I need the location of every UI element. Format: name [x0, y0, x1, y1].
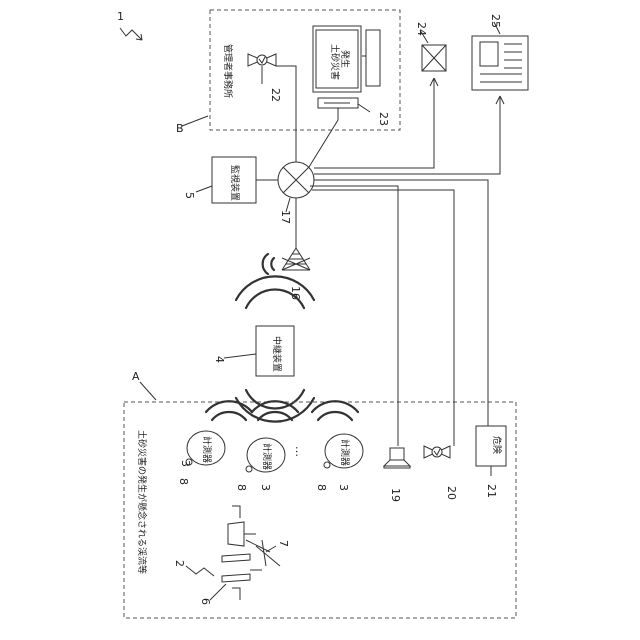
- office-siren-ref: 22: [269, 88, 282, 102]
- gauge-1-ref: 3: [179, 460, 192, 467]
- gauge-3: 計測器: [324, 434, 363, 468]
- mail-ref: 24: [415, 22, 428, 36]
- gauge-2-antenna-ref: 8: [235, 484, 248, 491]
- computer-screen-text-2: 発生: [339, 50, 351, 68]
- check-dam-ref: 6: [199, 598, 212, 605]
- svg-text:計測器: 計測器: [339, 439, 351, 466]
- relay-device-leader: [224, 354, 256, 358]
- field-siren-ref: 20: [445, 486, 458, 500]
- relay-device-ref: 4: [213, 356, 226, 363]
- speaker-ref: 19: [389, 488, 402, 502]
- stream-leader: [186, 566, 214, 576]
- fax-icon: [472, 36, 528, 90]
- monitor-device-leader: [196, 186, 212, 192]
- svg-text:計測器: 計測器: [201, 436, 213, 463]
- computer-ref: 23: [377, 112, 390, 126]
- gauge-ellipsis: …: [293, 446, 306, 457]
- link-hub-field-siren: [312, 190, 454, 446]
- flow-ref: 7: [277, 540, 290, 547]
- relay-device-label: 中継装置: [271, 336, 283, 372]
- tower-icon: [282, 248, 310, 270]
- gauge-2-ref: 3: [259, 484, 272, 491]
- svg-text:計測器: 計測器: [261, 443, 273, 470]
- gauge-3-ref: 3: [337, 484, 350, 491]
- stream-area-box: [124, 402, 516, 618]
- flow-leader: [266, 546, 276, 552]
- gauge-1-antenna-ref: 8: [177, 478, 190, 485]
- gauge-wave: [258, 412, 292, 420]
- stream-area-label: 土砂災害の発生が懸念される渓流等: [136, 430, 148, 574]
- gauge-wave: [212, 412, 246, 420]
- check-dam-icon: [222, 506, 280, 600]
- field-siren-icon: [424, 446, 450, 458]
- office-area-label: 管理者事務所: [222, 44, 234, 98]
- link-hub-danger-sign: [314, 180, 488, 426]
- monitor-device-label: 監視装置: [229, 165, 241, 201]
- stream-area-letter: A: [132, 370, 140, 383]
- office-area-leader: [182, 116, 208, 126]
- office-area-letter: B: [176, 122, 184, 135]
- gauge-wave: [312, 401, 358, 412]
- link-hub-office-siren: [276, 66, 296, 162]
- gauge-2: 計測器: [246, 438, 285, 472]
- monitor-device-ref: 5: [183, 192, 196, 199]
- figure-number: 1: [117, 10, 124, 23]
- link-hub-computer: [309, 108, 338, 167]
- tower-wave: [263, 254, 268, 274]
- hub-ref: 17: [279, 210, 292, 224]
- gauge-wave: [318, 412, 352, 420]
- tower-wave: [271, 258, 274, 270]
- stream-area-leader: [140, 382, 156, 400]
- mail-icon: [422, 45, 446, 71]
- check-dam-leader: [210, 584, 226, 600]
- hub-icon: [278, 162, 314, 198]
- computer-leader: [358, 104, 370, 112]
- danger-sign-ref: 21: [485, 484, 498, 498]
- danger-sign-label: 危険: [491, 436, 503, 454]
- gauge-3-antenna-ref: 8: [315, 484, 328, 491]
- office-siren-icon: [248, 54, 276, 66]
- figure-leader: [120, 28, 142, 40]
- stream-ref: 2: [173, 560, 186, 567]
- speaker-icon: [384, 448, 410, 468]
- relay-wave-bottom: [246, 390, 304, 408]
